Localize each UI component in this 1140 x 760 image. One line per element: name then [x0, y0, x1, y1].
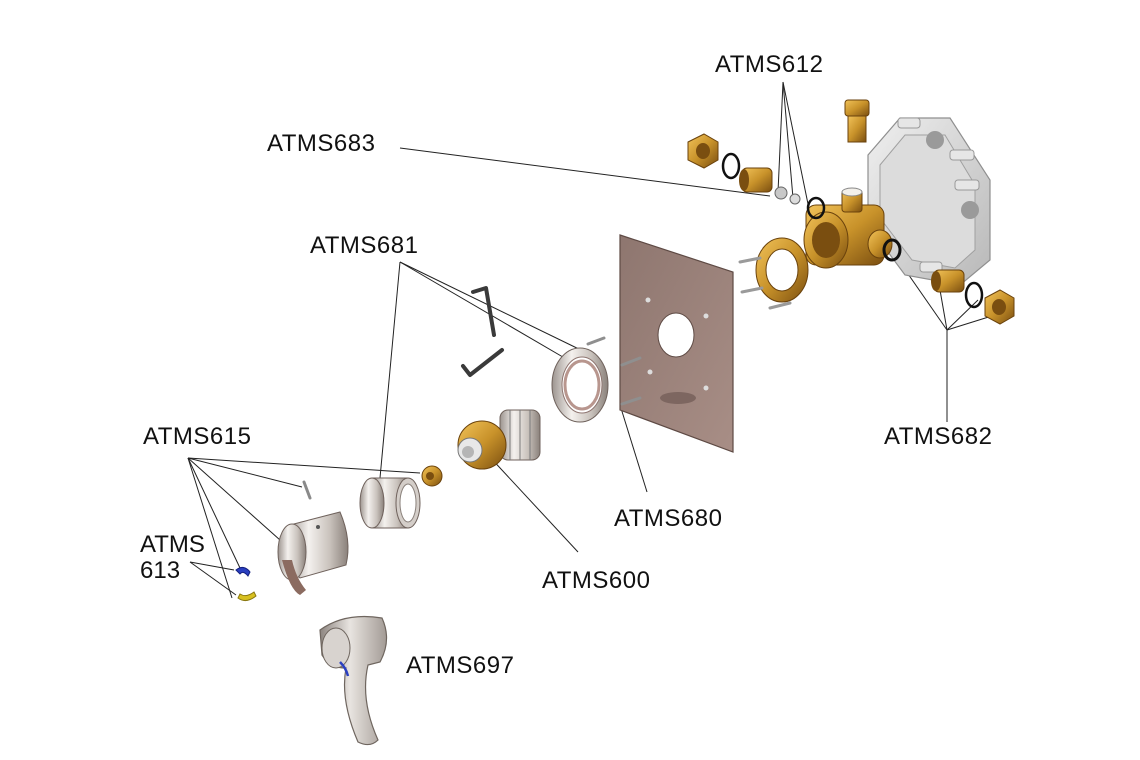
label-atms682: ATMS682: [884, 423, 993, 450]
lever-handle: [319, 615, 388, 746]
flange-gasket: [738, 237, 809, 310]
valve-body: [803, 187, 902, 269]
trim-ring: [551, 347, 609, 423]
chrome-sleeve: [359, 477, 421, 529]
label-atms613: ATMS 613: [140, 532, 205, 584]
wall-plate: [619, 234, 734, 453]
top-inlet-fitting: [844, 99, 870, 143]
cartridge: [457, 409, 541, 470]
clip-blue: [235, 566, 251, 577]
mounting-box: [867, 117, 991, 286]
label-atms600: ATMS600: [542, 567, 651, 594]
label-atms613-line1: ATMS: [140, 531, 205, 558]
label-atms683: ATMS683: [267, 130, 376, 157]
label-atms613-line2: 613: [140, 557, 181, 584]
plate-screws: [586, 336, 642, 406]
spindle-adapter: [421, 465, 443, 487]
right-inlet-parts: [931, 269, 1015, 325]
grub-screw: [302, 480, 312, 500]
label-atms697: ATMS697: [406, 652, 515, 679]
clip-yellow: [237, 591, 257, 602]
label-atms612: ATMS612: [715, 51, 824, 78]
label-atms615: ATMS615: [143, 423, 252, 450]
leader-lines: [187, 81, 996, 599]
hex-keys: [461, 286, 504, 377]
handle-hub: [277, 511, 349, 595]
label-atms680: ATMS680: [614, 505, 723, 532]
label-atms681: ATMS681: [310, 232, 419, 259]
left-inlet-parts: [687, 133, 826, 220]
